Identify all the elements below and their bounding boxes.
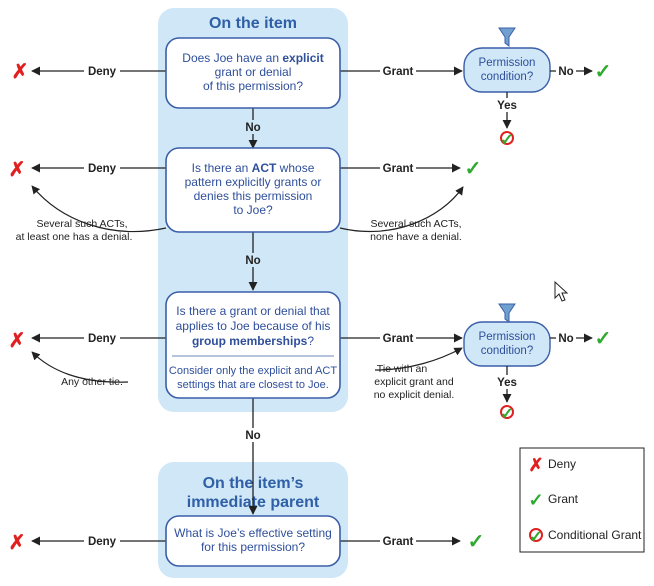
q2-left-note-1: Several such ACTs, — [36, 218, 127, 230]
q3-grant-label: Grant — [383, 333, 414, 345]
condition-2-grant-mark: ✓ — [595, 328, 612, 350]
q3-deny-mark: ✗ — [9, 330, 26, 352]
legend-conditional-icon: ✓ — [529, 528, 543, 546]
q2-right-note-1: Several such ACTs, — [370, 218, 461, 230]
q3-line2: applies to Joe because of his — [176, 319, 331, 333]
condition-2-line1: Permission — [479, 331, 536, 343]
legend-deny-label: Deny — [548, 457, 576, 471]
condition-1-line1: Permission — [479, 57, 536, 69]
q2-deny-label: Deny — [88, 163, 117, 175]
legend-deny-icon: ✗ — [528, 455, 543, 475]
q3-line3: group memberships? — [192, 334, 314, 348]
q2-line1: Is there an ACT whose — [192, 161, 315, 175]
q1-line1: Does Joe have an explicit — [182, 51, 323, 65]
q2-box — [165, 147, 341, 233]
q3-right-note-1: Tie with an — [377, 363, 428, 375]
q1-line2: grant or denial — [215, 65, 292, 79]
condition-1-line2: condition? — [481, 71, 533, 83]
q1-deny-mark: ✗ — [12, 61, 29, 83]
q3-right-note-2: explicit grant and — [374, 376, 454, 388]
q1-deny-label: Deny — [88, 66, 117, 78]
condition-box-1 — [463, 47, 551, 93]
no-label-3: No — [245, 430, 260, 442]
condition-1-grant-mark: ✓ — [595, 61, 612, 83]
q3-sub1: Consider only the explicit and ACT — [169, 365, 337, 377]
legend-conditional-label: Conditional Grant — [548, 528, 642, 542]
filter-icon-2 — [498, 303, 516, 323]
q1-box — [165, 37, 341, 109]
q2-deny-mark: ✗ — [9, 159, 26, 181]
q3-left-note: Any other tie. — [61, 376, 123, 388]
legend-grant-icon: ✓ — [528, 490, 543, 510]
q4-deny-mark: ✗ — [9, 532, 26, 554]
svg-text:✓: ✓ — [500, 132, 513, 149]
condition-2-no-label: No — [558, 333, 573, 345]
filter-icon-1 — [498, 27, 516, 47]
conditional-grant-icon-1: ✓ — [500, 131, 514, 149]
q4-line1: What is Joe’s effective setting — [174, 526, 332, 540]
mouse-cursor-icon — [554, 280, 569, 302]
q4-box — [165, 515, 341, 567]
q2-line4: to Joe? — [233, 203, 273, 217]
q3-right-note-3: no explicit denial. — [374, 389, 455, 401]
conditional-grant-icon-2: ✓ — [500, 405, 514, 423]
q4-grant-label: Grant — [383, 536, 414, 548]
q3-sub2: settings that are closest to Joe. — [177, 379, 329, 391]
q1-line3: of this permission? — [203, 79, 303, 93]
condition-1-no-label: No — [558, 66, 573, 78]
q4-line2: for this permission? — [201, 540, 305, 554]
legend-grant-label: Grant — [548, 492, 579, 506]
condition-2-yes-label: Yes — [497, 377, 517, 389]
q3-deny-label: Deny — [88, 333, 117, 345]
q2-line2: pattern explicitly grants or — [185, 175, 322, 189]
no-label-1: No — [245, 122, 260, 134]
condition-2-line2: condition? — [481, 345, 533, 357]
q4-deny-label: Deny — [88, 536, 117, 548]
q1-grant-label: Grant — [383, 66, 414, 78]
svg-text:✓: ✓ — [529, 529, 542, 546]
no-label-2: No — [245, 255, 260, 267]
q2-right-note-2: none have a denial. — [370, 231, 462, 243]
svg-text:✓: ✓ — [500, 406, 513, 423]
q2-left-note-2: at least one has a denial. — [16, 231, 133, 243]
q4-grant-mark: ✓ — [468, 531, 485, 553]
on-item-heading: On the item — [209, 15, 297, 32]
q2-grant-mark: ✓ — [465, 158, 482, 180]
q2-grant-label: Grant — [383, 163, 414, 175]
q3-box — [165, 291, 341, 399]
legend-box — [519, 447, 645, 553]
q3-line1: Is there a grant or denial that — [176, 304, 330, 318]
condition-1-yes-label: Yes — [497, 100, 517, 112]
condition-box-2 — [463, 321, 551, 367]
q2-line3: denies this permission — [194, 189, 313, 203]
